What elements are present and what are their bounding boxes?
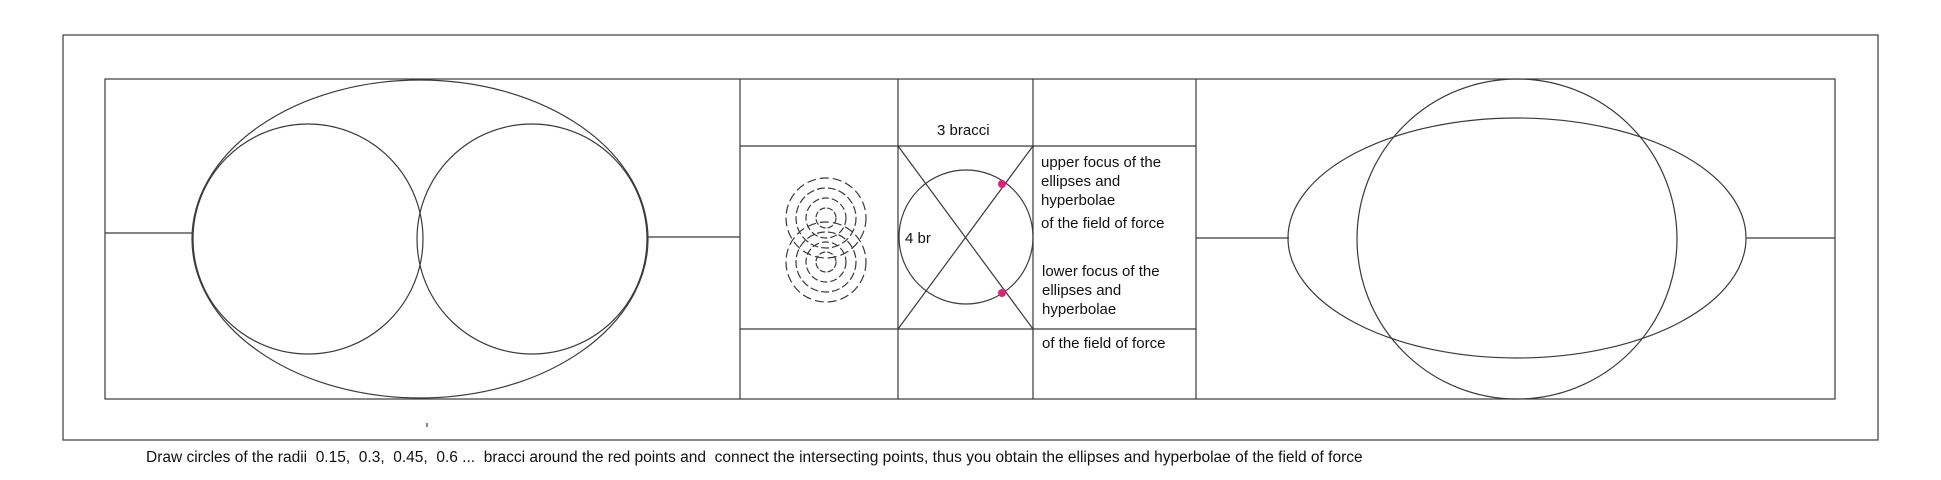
foci-cell bbox=[897, 145, 1034, 330]
outer-frame bbox=[62, 34, 1879, 441]
upper-ring-1 bbox=[815, 207, 837, 229]
upper-focus-label-2: ellipses and bbox=[1041, 173, 1120, 190]
upper-focus-label-3: hyperbolae bbox=[1041, 192, 1115, 209]
concentric-circles-sketch bbox=[785, 177, 867, 303]
upper-ring-2 bbox=[805, 197, 847, 239]
instruction-caption: Draw circles of the radii 0.15, 0.3, 0.4… bbox=[146, 449, 1363, 466]
upper-focus-point bbox=[998, 180, 1006, 188]
upper-ring-4 bbox=[785, 177, 867, 259]
lower-field-label: of the field of force bbox=[1042, 335, 1165, 352]
lower-ring-3 bbox=[795, 231, 857, 293]
upper-field-label: of the field of force bbox=[1041, 215, 1164, 232]
lower-ring-1 bbox=[815, 251, 837, 273]
lower-focus-point bbox=[998, 289, 1006, 297]
left-ellipse bbox=[191, 79, 649, 399]
center-grid bbox=[739, 79, 1197, 399]
right-circle bbox=[1356, 78, 1678, 400]
label-3-bracci: 3 bracci bbox=[937, 122, 990, 139]
upper-focus-label-1: upper focus of the bbox=[1041, 154, 1161, 171]
foci-circle bbox=[898, 169, 1034, 305]
left-circle-1 bbox=[192, 123, 424, 355]
left-panel bbox=[105, 79, 740, 399]
inner-frame bbox=[104, 78, 1836, 400]
lower-ring-2 bbox=[805, 241, 847, 283]
diagonal-2 bbox=[897, 145, 1034, 330]
lower-focus-label-3: hyperbolae bbox=[1042, 301, 1116, 318]
lower-focus-label-1: lower focus of the bbox=[1042, 263, 1160, 280]
left-circle-2 bbox=[416, 123, 648, 355]
lower-focus-label-2: ellipses and bbox=[1042, 282, 1121, 299]
right-panel bbox=[1196, 78, 1835, 400]
lower-ring-4 bbox=[785, 221, 867, 303]
right-ellipse bbox=[1287, 117, 1747, 359]
label-4-br: 4 br bbox=[905, 230, 931, 247]
upper-ring-3 bbox=[795, 187, 857, 249]
